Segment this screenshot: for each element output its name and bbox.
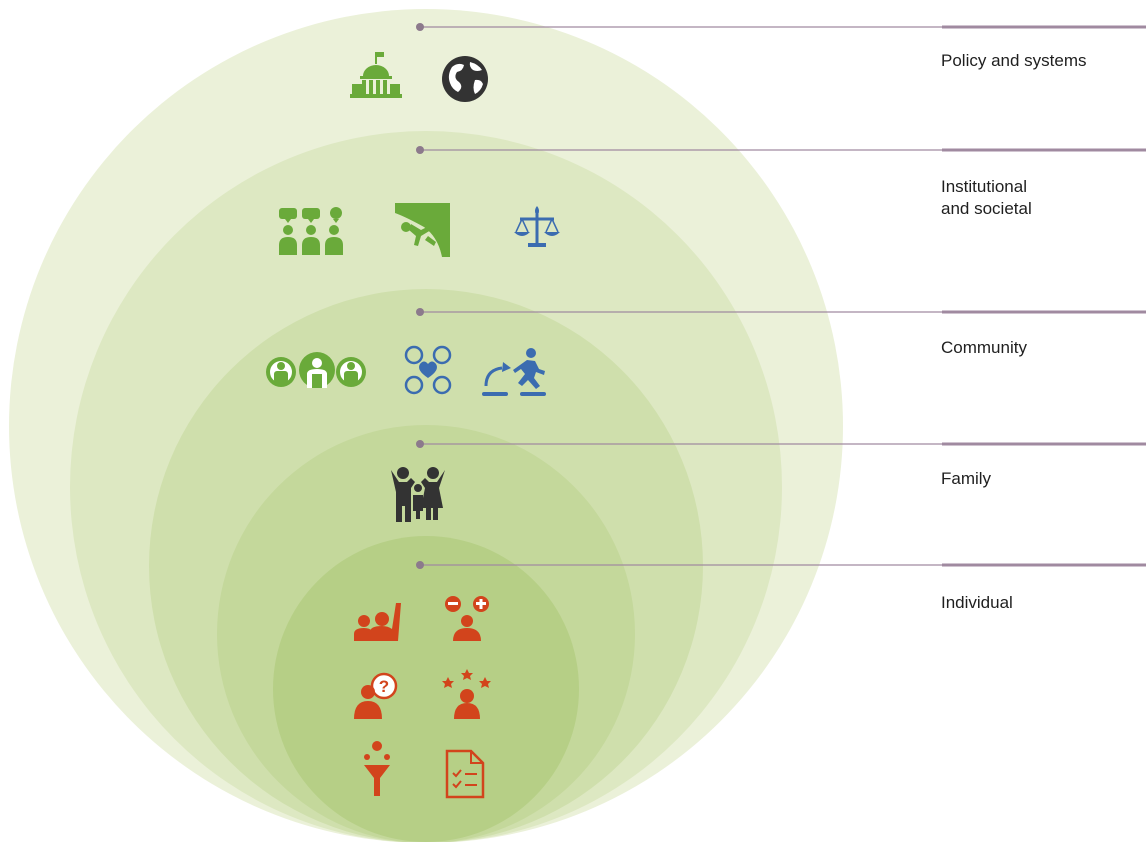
level-label-individual: Individual	[941, 593, 1013, 612]
globe-icon	[442, 56, 488, 102]
family-icon	[391, 467, 445, 522]
individual-level-circle	[273, 536, 579, 842]
group-discussion-icon	[279, 207, 343, 255]
climbing-person-icon	[395, 203, 450, 257]
checklist-document-icon	[445, 749, 485, 799]
person-question-icon: ?	[354, 672, 398, 719]
person-filter-funnel-icon	[364, 741, 390, 796]
connector-family	[416, 440, 1146, 448]
connector-individual	[416, 561, 1146, 569]
level-label-policy: Policy and systems	[941, 51, 1087, 70]
level-label-institutional: Institutional and societal	[941, 177, 1032, 218]
level-label-community: Community	[941, 338, 1027, 357]
svg-text:?: ?	[379, 677, 389, 696]
community-members-icon	[266, 352, 366, 388]
person-stepping-up-icon	[482, 348, 546, 396]
person-stars-icon	[442, 669, 491, 719]
government-building-icon	[350, 52, 402, 98]
level-label-family: Family	[941, 469, 992, 488]
scales-of-justice-icon	[514, 206, 560, 247]
connected-people-heart-icon	[404, 345, 452, 395]
connector-policy	[416, 23, 1146, 31]
connector-institutional	[416, 146, 1146, 154]
person-raising-hand-icon	[354, 603, 401, 641]
person-pros-cons-icon	[445, 596, 489, 641]
connector-community	[416, 308, 1146, 316]
